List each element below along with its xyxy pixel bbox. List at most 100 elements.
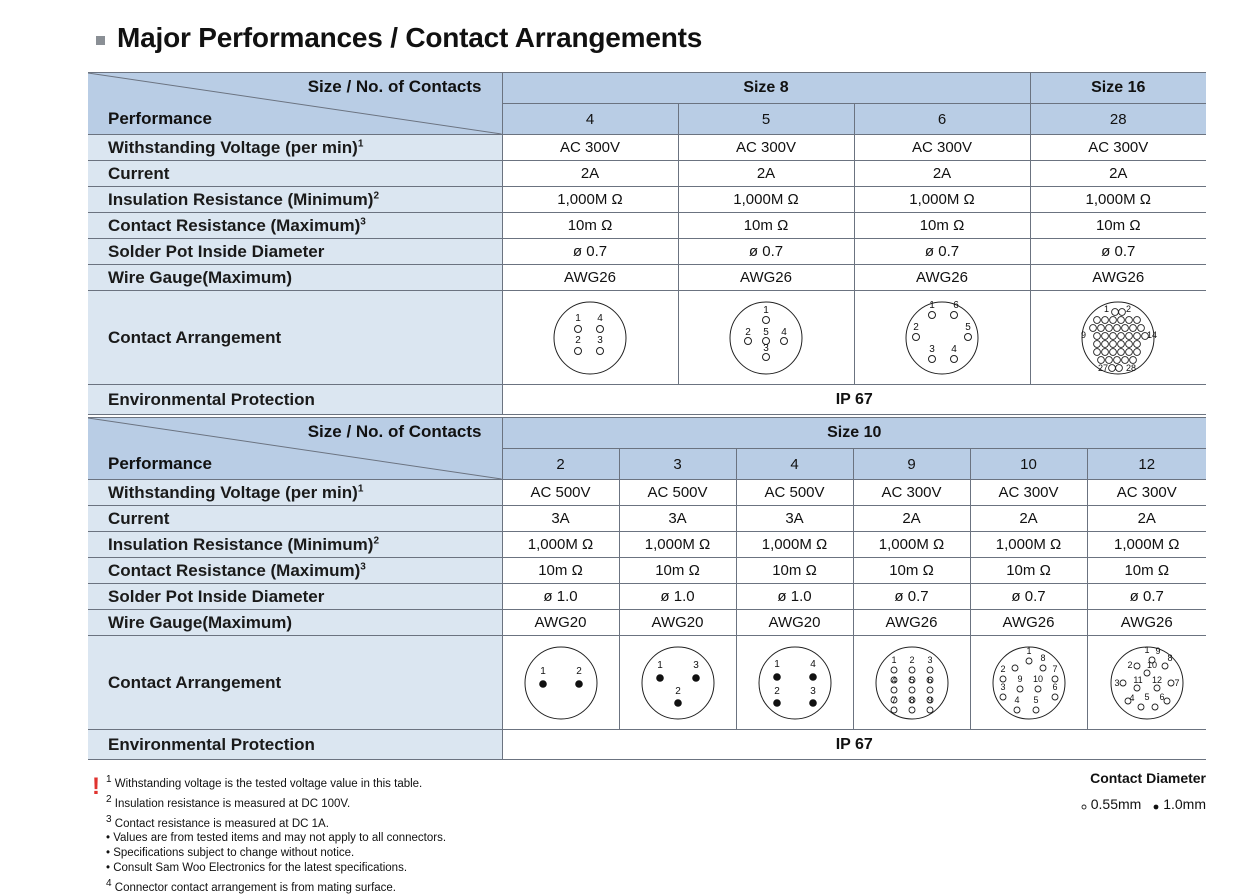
warning-icon: ! xyxy=(92,773,100,800)
spec-table-size8-16: Size / No. of Contacts Performance Size … xyxy=(88,72,1206,415)
svg-text:1: 1 xyxy=(763,305,769,316)
svg-text:7: 7 xyxy=(891,695,896,705)
large-contact-diameter: 1.0mm xyxy=(1163,796,1206,812)
svg-text:5: 5 xyxy=(909,675,914,685)
page-title: Major Performances / Contact Arrangement… xyxy=(96,18,702,58)
svg-text:3: 3 xyxy=(763,343,769,354)
cell-contact-resistance: 10m Ω xyxy=(852,557,970,584)
pin-contact xyxy=(1118,307,1127,316)
pin-contact xyxy=(1109,315,1118,324)
cell-current: 3A xyxy=(618,505,736,532)
row-label-wire: Wire Gauge(Maximum) xyxy=(88,264,502,291)
svg-text:10: 10 xyxy=(1147,660,1157,670)
cell-voltage: AC 500V xyxy=(618,479,736,506)
svg-text:4: 4 xyxy=(810,659,816,670)
svg-text:3: 3 xyxy=(1000,682,1005,692)
small-contact-diameter: 0.55mm xyxy=(1090,796,1142,812)
footnote-bullet-3: • Consult Sam Woo Electronics for the la… xyxy=(106,862,408,875)
cell-wire: AWG26 xyxy=(1029,264,1206,291)
diagonal-line xyxy=(88,418,502,479)
cell-voltage: AC 500V xyxy=(501,479,619,506)
cell-insulation: 1,000M Ω xyxy=(1029,186,1206,213)
row-label-solder: Solder Pot Inside Diameter xyxy=(88,583,502,610)
size-contacts-label: Size / No. of Contacts xyxy=(307,77,482,96)
col-header: 9 xyxy=(852,448,970,480)
cell-solder: ø 0.7 xyxy=(677,238,854,265)
pin-contact xyxy=(1093,339,1102,348)
cell-voltage: AC 300V xyxy=(969,479,1087,506)
pin-label-2: 2 xyxy=(1126,304,1131,314)
cell-solder: ø 0.7 xyxy=(853,238,1030,265)
col-header: 10 xyxy=(969,448,1087,480)
svg-text:3: 3 xyxy=(1114,678,1119,688)
pin-contact xyxy=(1125,347,1134,356)
pin-contact xyxy=(1121,323,1130,332)
row-label-wire: Wire Gauge(Maximum) xyxy=(88,609,502,636)
svg-text:1: 1 xyxy=(774,659,780,670)
svg-text:10: 10 xyxy=(1032,674,1042,684)
cell-wire: AWG20 xyxy=(735,609,853,636)
svg-text:6: 6 xyxy=(1052,682,1057,692)
performance-label: Performance xyxy=(108,454,212,473)
cell-env: IP 67 xyxy=(501,384,1206,415)
cell-contact-resistance: 10m Ω xyxy=(1086,557,1207,584)
connector-28-diagram: 1 2 9 14 27 28 xyxy=(1081,301,1157,374)
pin-contact xyxy=(1093,331,1102,340)
cell-wire: AWG26 xyxy=(501,264,678,291)
row-label-arrangement: Contact Arrangement xyxy=(88,290,502,385)
svg-text:2: 2 xyxy=(745,327,751,338)
pin-contact xyxy=(1109,347,1118,356)
svg-text:2: 2 xyxy=(576,666,582,677)
cell-insulation: 1,000M Ω xyxy=(618,531,736,558)
row-label-insulation: Insulation Resistance (Minimum)2 xyxy=(88,186,502,213)
pin-contact xyxy=(1089,323,1098,332)
svg-text:9: 9 xyxy=(1155,646,1160,656)
svg-text:5: 5 xyxy=(763,327,769,338)
svg-text:3: 3 xyxy=(597,335,603,346)
pin-contact xyxy=(1117,347,1126,356)
col-header: 2 xyxy=(501,448,619,480)
cell-current: 3A xyxy=(501,505,619,532)
row-label-insulation: Insulation Resistance (Minimum)2 xyxy=(88,531,502,558)
cell-solder: ø 1.0 xyxy=(735,583,853,610)
cell-insulation: 1,000M Ω xyxy=(677,186,854,213)
svg-text:2: 2 xyxy=(913,322,919,333)
svg-text:5: 5 xyxy=(1033,695,1038,705)
pin-contact xyxy=(1108,363,1117,372)
svg-text:6: 6 xyxy=(927,675,932,685)
row-label-current: Current xyxy=(88,505,502,532)
cell-solder: ø 0.7 xyxy=(852,583,970,610)
cell-contact-resistance: 10m Ω xyxy=(618,557,736,584)
cell-insulation: 1,000M Ω xyxy=(852,531,970,558)
arrangement-5: 1 2 5 4 3 xyxy=(677,290,854,385)
svg-text:1: 1 xyxy=(1026,646,1031,656)
col-header: 4 xyxy=(735,448,853,480)
cell-insulation: 1,000M Ω xyxy=(853,186,1030,213)
pin-contact xyxy=(1113,355,1122,364)
svg-text:1: 1 xyxy=(929,300,935,311)
spec-table-size10: Size / No. of Contacts Performance Size … xyxy=(88,417,1207,760)
cell-voltage: AC 300V xyxy=(1086,479,1207,506)
cell-current: 2A xyxy=(852,505,970,532)
cell-insulation: 1,000M Ω xyxy=(735,531,853,558)
pin-contact xyxy=(1133,315,1142,324)
pin-contact xyxy=(1097,323,1106,332)
svg-text:8: 8 xyxy=(909,695,914,705)
svg-text:8: 8 xyxy=(1040,653,1045,663)
svg-text:4: 4 xyxy=(781,327,787,338)
pin-label-1: 1 xyxy=(1104,304,1109,314)
cell-contact-resistance: 10m Ω xyxy=(969,557,1087,584)
performance-label: Performance xyxy=(108,109,212,128)
row-label-voltage: Withstanding Voltage (per min)1 xyxy=(88,134,502,161)
cell-current: 2A xyxy=(501,160,678,187)
pin-contact xyxy=(1121,355,1130,364)
cell-insulation: 1,000M Ω xyxy=(1086,531,1207,558)
svg-text:12: 12 xyxy=(1152,675,1162,685)
